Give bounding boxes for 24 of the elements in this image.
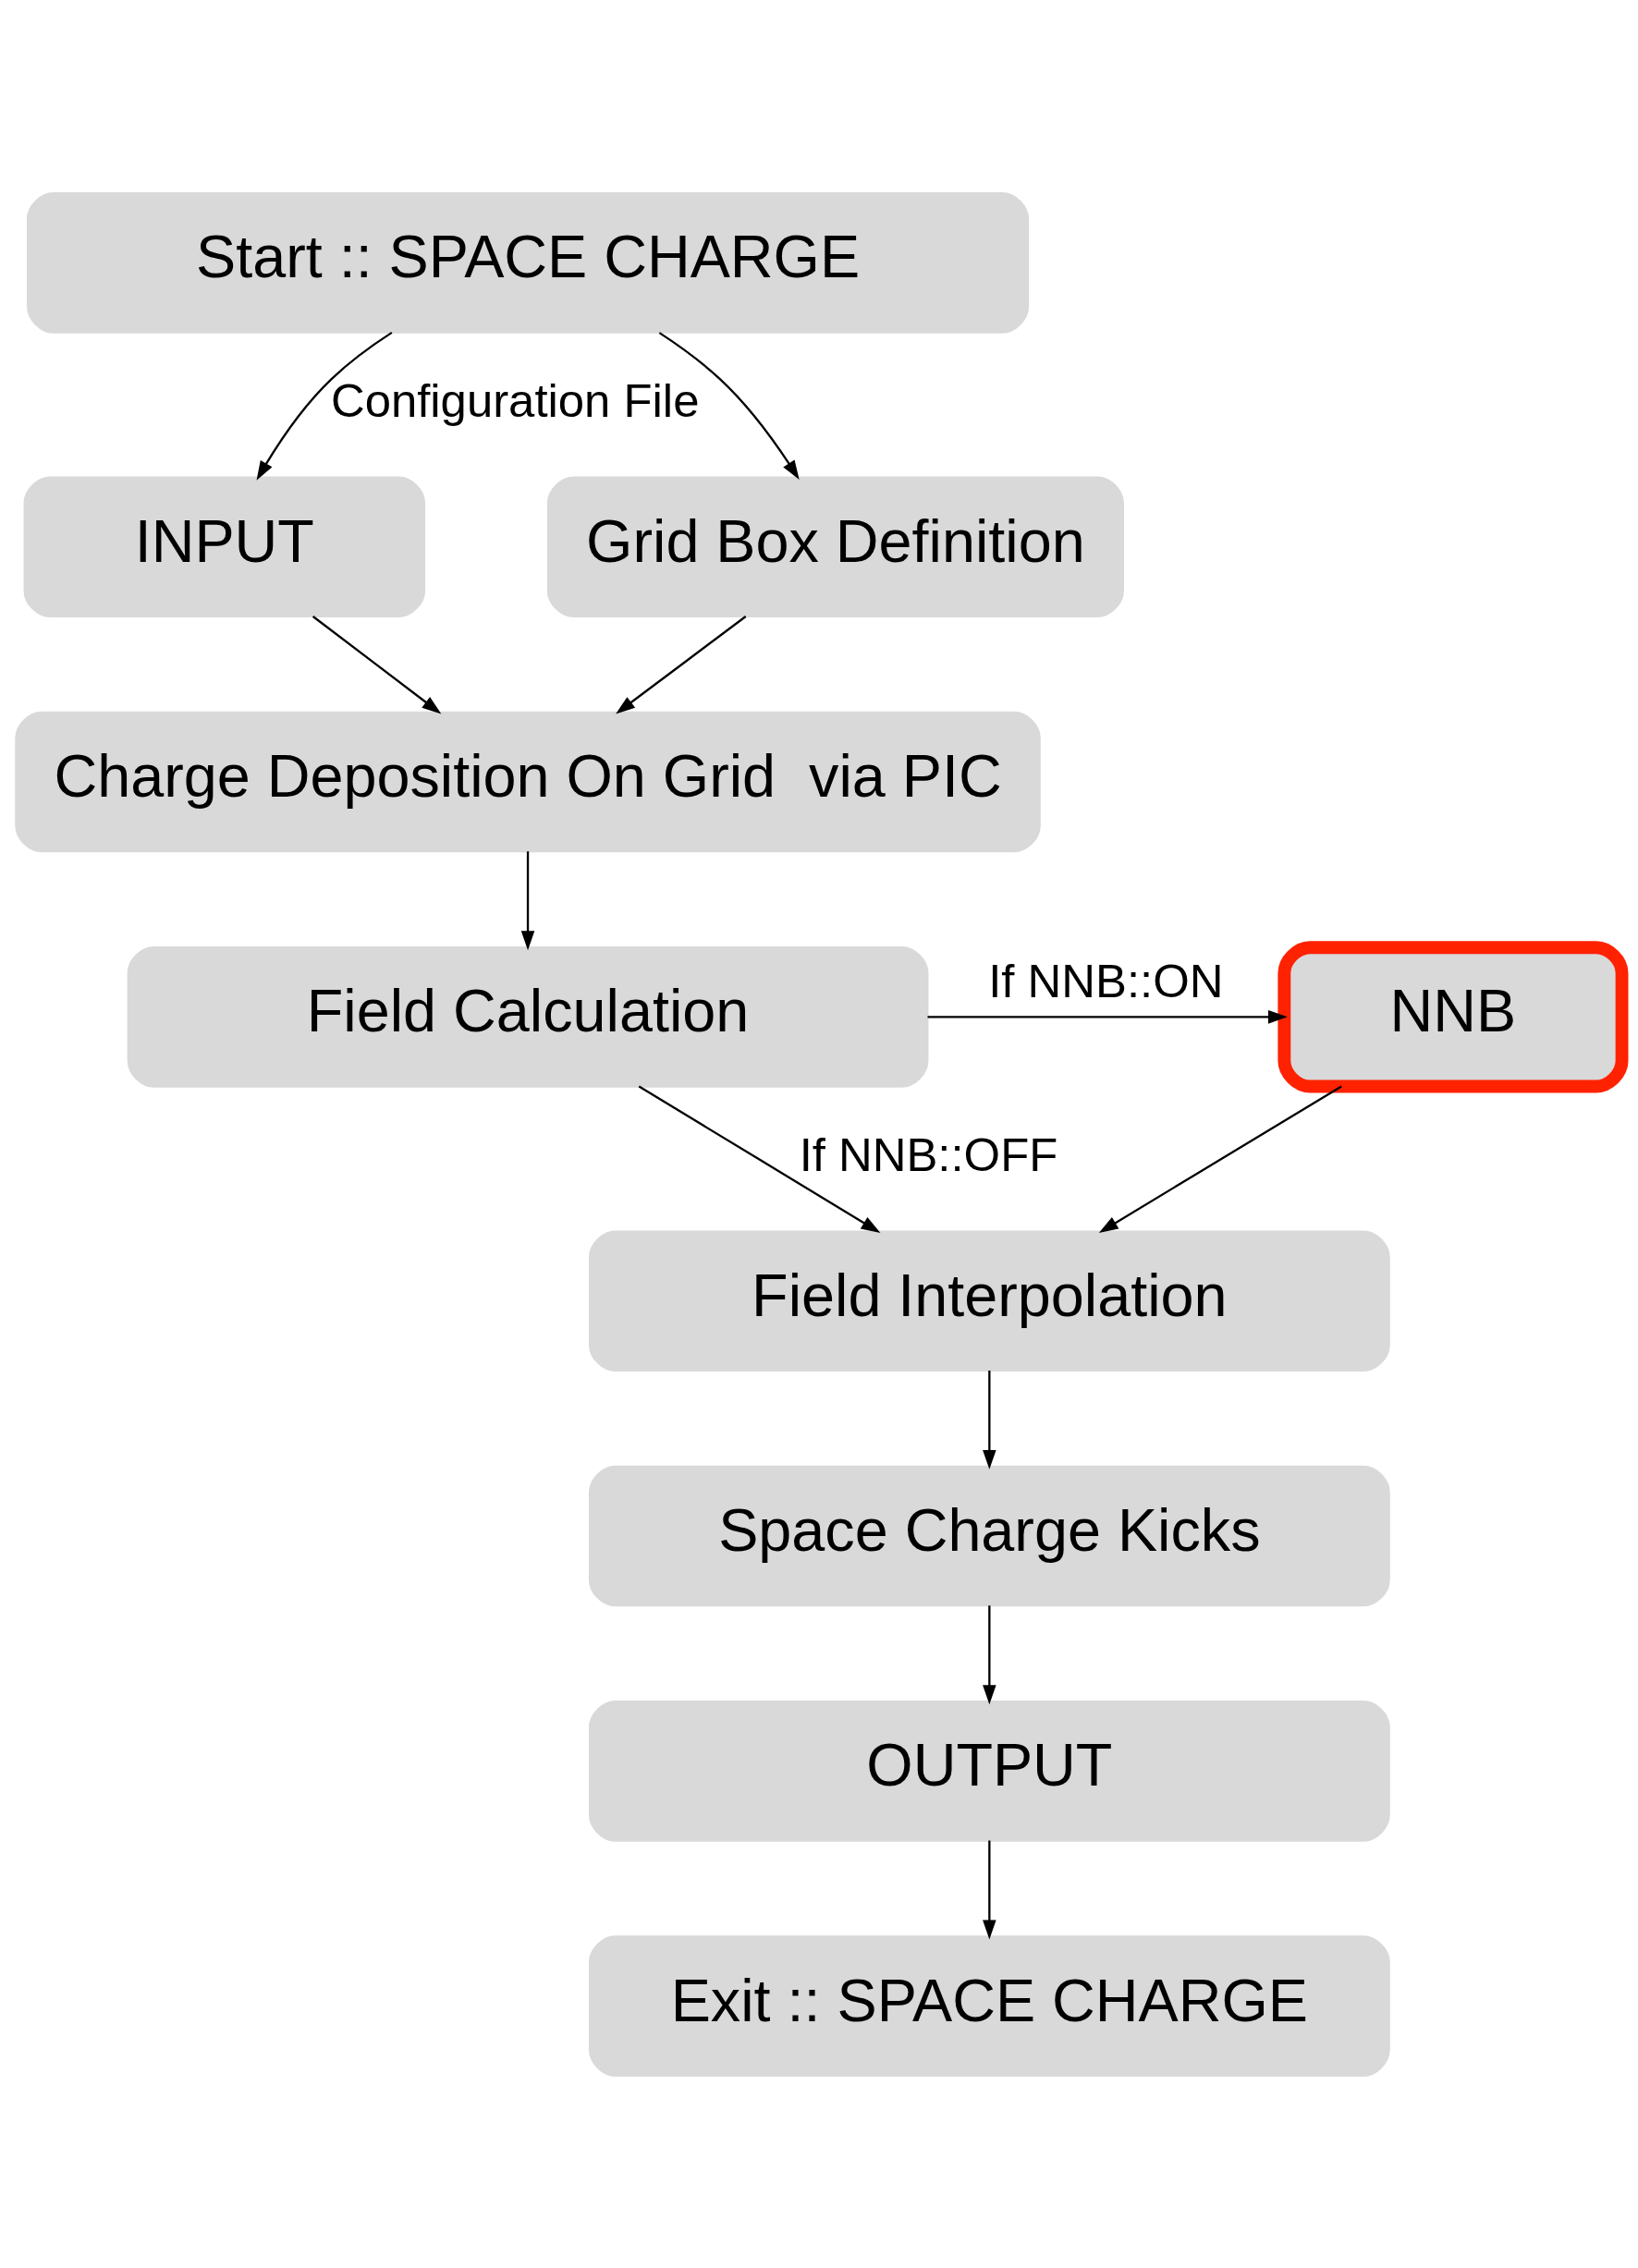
node-box: Grid Box Definition (546, 476, 1124, 617)
arrow (658, 331, 800, 480)
arrow (983, 1840, 996, 1939)
node-box: Space Charge Kicks (588, 1465, 1390, 1606)
node-box: OUTPUT (588, 1700, 1390, 1842)
arrow (927, 1009, 1288, 1024)
edge-label: Configuration File (330, 373, 700, 427)
node-box: Field Interpolation (588, 1230, 1390, 1372)
node-box: Charge Deposition On Grid via PIC (15, 711, 1041, 852)
arrow (983, 1604, 996, 1704)
arrow (616, 615, 747, 713)
edge-label: If NNB::ON (988, 954, 1224, 1007)
node-box: Field Calculation (127, 945, 929, 1088)
node-box: Start :: SPACE CHARGE (27, 191, 1030, 334)
arrow (983, 1370, 996, 1469)
arrow (312, 615, 442, 713)
arrow (520, 850, 535, 950)
arrow (638, 1085, 881, 1233)
arrow (1098, 1085, 1342, 1233)
edge-label: If NNB::OFF (799, 1128, 1058, 1181)
node-box: NNB (1277, 940, 1629, 1092)
node-box: Exit :: SPACE CHARGE (588, 1934, 1390, 2077)
arrow (256, 331, 393, 481)
node-box: INPUT (23, 476, 426, 617)
